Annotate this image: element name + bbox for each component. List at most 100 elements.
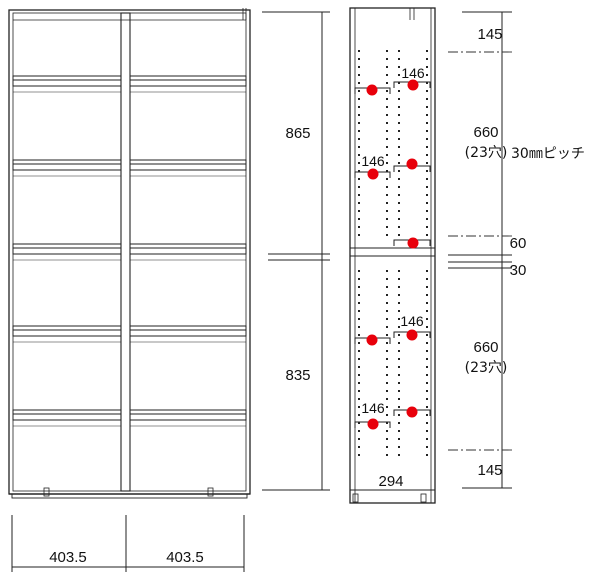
pin-hole	[386, 74, 388, 76]
pin-hole	[426, 350, 428, 352]
pin-hole	[386, 302, 388, 304]
pin-hole	[398, 154, 400, 156]
pin-hole	[358, 98, 360, 100]
pin-hole	[358, 302, 360, 304]
pin-hole	[398, 446, 400, 448]
pin-hole	[398, 398, 400, 400]
pin-hole	[398, 114, 400, 116]
pin-hole	[426, 422, 428, 424]
dim-bottom-offset: 145	[477, 462, 502, 479]
side-shelves	[354, 81, 431, 428]
center-divider	[120, 12, 131, 492]
pin-hole	[386, 430, 388, 432]
pin-hole	[398, 50, 400, 52]
pin-hole	[426, 446, 428, 448]
pin-hole	[386, 130, 388, 132]
pin-hole	[358, 366, 360, 368]
pin-hole	[426, 98, 428, 100]
pin-hole	[426, 154, 428, 156]
pin-hole	[398, 382, 400, 384]
pin-hole	[398, 286, 400, 288]
pin-hole	[398, 170, 400, 172]
pin-hole	[386, 286, 388, 288]
pin-hole	[358, 226, 360, 228]
pin-hole	[426, 218, 428, 220]
base-plinth	[11, 493, 248, 499]
pin-hole	[426, 326, 428, 328]
front-width-left: 403.5	[49, 549, 87, 566]
pin-hole	[358, 334, 360, 336]
pin-hole	[426, 114, 428, 116]
pin-hole	[398, 226, 400, 228]
pin-hole	[426, 278, 428, 280]
pin-hole	[358, 446, 360, 448]
pin-hole	[398, 374, 400, 376]
support-marker	[407, 237, 419, 249]
front-width-right: 403.5	[166, 549, 204, 566]
pin-hole	[358, 382, 360, 384]
pin-hole	[358, 286, 360, 288]
pin-hole	[398, 58, 400, 60]
dim-lower-holes: (23穴)	[465, 360, 508, 376]
pin-hole	[386, 146, 388, 148]
pin-hole	[398, 334, 400, 336]
pin-hole	[398, 98, 400, 100]
pin-hole	[386, 218, 388, 220]
pin-hole	[358, 438, 360, 440]
pin-hole	[386, 270, 388, 272]
pin-hole	[386, 66, 388, 68]
pin-hole	[426, 390, 428, 392]
front-width-dimension	[11, 515, 245, 572]
pin-hole	[386, 98, 388, 100]
pin-hole	[386, 318, 388, 320]
pin-hole	[426, 50, 428, 52]
pin-hole	[426, 162, 428, 164]
pin-hole	[426, 302, 428, 304]
dim-upper-holes: (23穴)	[465, 145, 508, 161]
pin-hole	[386, 414, 388, 416]
pin-hole	[426, 358, 428, 360]
pin-hole	[398, 178, 400, 180]
pin-hole	[386, 154, 388, 156]
front-height-dimension	[262, 11, 330, 491]
pin-hole	[426, 310, 428, 312]
pin-hole	[386, 342, 388, 344]
front-view	[8, 8, 251, 499]
pin-hole	[386, 202, 388, 204]
pin-hole	[398, 186, 400, 188]
pin-hole	[358, 318, 360, 320]
pin-hole	[358, 326, 360, 328]
pin-hole	[398, 326, 400, 328]
pin-hole	[386, 234, 388, 236]
pin-hole	[358, 430, 360, 432]
right-dimension-lines	[448, 11, 512, 489]
pin-hole	[358, 186, 360, 188]
pitch-note: 30㎜ピッチ	[511, 146, 585, 162]
pin-hole	[426, 430, 428, 432]
pin-hole	[358, 358, 360, 360]
pin-hole	[398, 414, 400, 416]
pin-hole	[426, 342, 428, 344]
pin-hole	[398, 122, 400, 124]
pin-hole	[426, 334, 428, 336]
pin-hole	[398, 202, 400, 204]
pin-hole	[398, 350, 400, 352]
shelf-support-markers	[366, 79, 419, 430]
pin-hole	[358, 310, 360, 312]
pin-hole	[358, 270, 360, 272]
pin-hole	[386, 294, 388, 296]
pin-hole	[426, 294, 428, 296]
pin-hole	[358, 406, 360, 408]
pin-hole	[398, 130, 400, 132]
pin-hole	[426, 286, 428, 288]
pin-hole	[358, 278, 360, 280]
pin-hole	[398, 66, 400, 68]
shelf-pin-holes	[358, 50, 428, 456]
pin-hole	[426, 202, 428, 204]
pin-hole	[386, 350, 388, 352]
pin-hole	[386, 178, 388, 180]
left-shelves	[12, 75, 122, 427]
pin-hole	[386, 406, 388, 408]
pin-hole	[426, 438, 428, 440]
pin-hole	[386, 210, 388, 212]
